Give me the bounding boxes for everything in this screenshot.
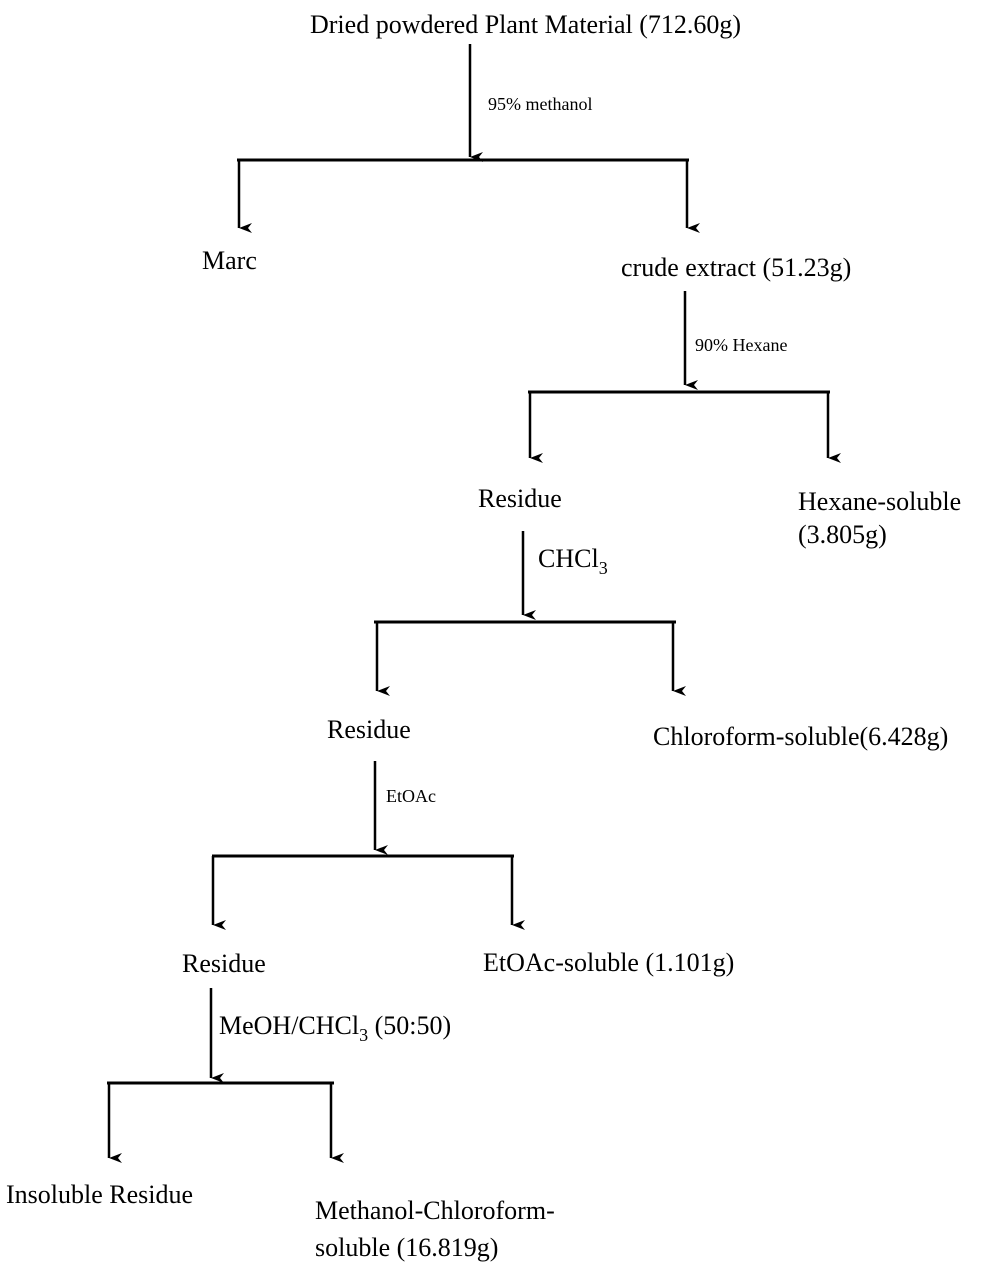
solvent-chcl3-subscript: 3 — [599, 558, 608, 578]
node-etoac-soluble: EtOAc-soluble (1.101g) — [483, 948, 734, 977]
solvent-hexane: 90% Hexane — [695, 335, 787, 355]
node-hexane-soluble-mass: (3.805g) — [798, 520, 887, 549]
node-meoh-soluble-label: Methanol-Chloroform- — [315, 1196, 555, 1225]
solvent-chcl3-main: CHCl — [538, 544, 599, 573]
node-hexane-soluble-label: Hexane-soluble — [798, 487, 961, 516]
solvent-meoh-chcl3-subscript: 3 — [359, 1025, 368, 1045]
node-residue-2: Residue — [327, 715, 411, 744]
solvent-meoh-chcl3: MeOH/CHCl3 (50:50) — [219, 1011, 451, 1045]
solvent-methanol: 95% methanol — [488, 94, 592, 114]
node-marc: Marc — [202, 246, 257, 275]
node-root: Dried powdered Plant Material (712.60g) — [310, 10, 741, 39]
node-meoh-soluble-mass: soluble (16.819g) — [315, 1233, 498, 1262]
solvent-meoh-chcl3-main: MeOH/CHCl — [219, 1011, 359, 1040]
solvent-etoac: EtOAc — [386, 786, 436, 806]
node-insoluble-residue: Insoluble Residue — [6, 1180, 193, 1209]
solvent-meoh-chcl3-ratio: (50:50) — [368, 1011, 451, 1040]
node-chloroform-soluble: Chloroform-soluble(6.428g) — [653, 722, 948, 751]
node-crude-extract: crude extract (51.23g) — [621, 253, 851, 282]
node-residue-1: Residue — [478, 484, 562, 513]
solvent-chcl3: CHCl3 — [538, 544, 608, 578]
node-residue-3: Residue — [182, 949, 266, 978]
